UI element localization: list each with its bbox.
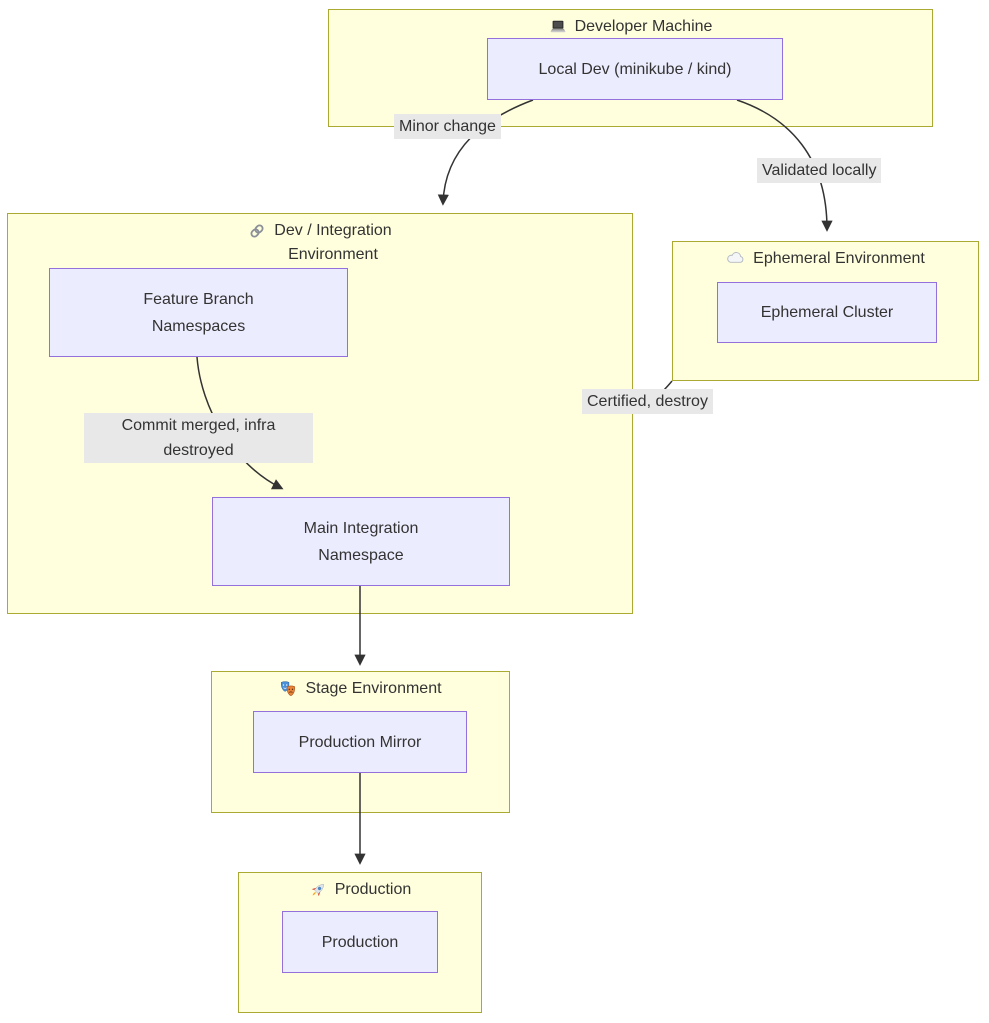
subgraph-title-text: Stage Environment bbox=[305, 680, 442, 697]
subgraph-title-text: Dev / Integration Environment bbox=[274, 222, 392, 263]
subgraph-title-text: Ephemeral Environment bbox=[753, 250, 925, 267]
edge-label-validated-locally: Validated locally bbox=[757, 158, 882, 183]
subgraph-stage-title: Stage Environment bbox=[212, 677, 509, 701]
cloud-icon bbox=[726, 250, 745, 264]
subgraph-title-text: Developer Machine bbox=[574, 18, 713, 35]
subgraph-developer-machine: Developer Machine bbox=[328, 9, 933, 127]
laptop-icon bbox=[549, 18, 567, 36]
subgraph-ephemeral-title: Ephemeral Environment bbox=[673, 247, 978, 271]
subgraph-production-title: Production bbox=[239, 878, 481, 902]
subgraph-developer-machine-title: Developer Machine bbox=[329, 15, 932, 39]
subgraph-title-text: Production bbox=[334, 881, 412, 898]
node-production-mirror: Production Mirror bbox=[253, 711, 467, 773]
link-icon bbox=[248, 222, 266, 240]
rocket-icon bbox=[309, 881, 327, 899]
subgraph-production: Production bbox=[238, 872, 482, 1013]
edge-localdev-to-ephemeral bbox=[736, 99, 833, 232]
subgraph-dev-integration-title: Dev / Integration Environment bbox=[8, 219, 632, 267]
node-feature-branch-namespaces: Feature Branch Namespaces bbox=[49, 268, 348, 357]
edge-label-commit-merged: Commit merged, infra destroyed bbox=[84, 413, 313, 463]
node-local-dev: Local Dev (minikube / kind) bbox=[487, 38, 783, 100]
node-ephemeral-cluster: Ephemeral Cluster bbox=[717, 282, 937, 343]
edge-label-minor-change: Minor change bbox=[394, 114, 501, 139]
masks-icon bbox=[279, 680, 297, 698]
node-main-integration-namespace: Main Integration Namespace bbox=[212, 497, 510, 586]
edge-label-certified-destroy: Certified, destroy bbox=[582, 389, 713, 414]
node-production: Production bbox=[282, 911, 438, 973]
